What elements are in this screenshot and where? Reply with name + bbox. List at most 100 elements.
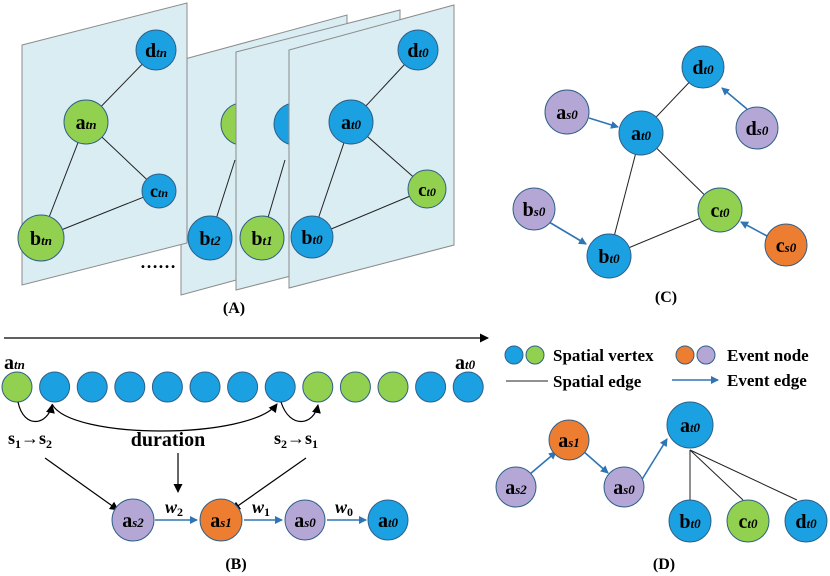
svg-text:at0: at0 (341, 112, 362, 134)
caption-b: (B) (225, 556, 246, 573)
svg-text:bt1: bt1 (251, 228, 272, 250)
svg-text:at0: at0 (680, 415, 701, 437)
node-c-t0-d: ct0 (726, 499, 770, 543)
svg-text:bs0: bs0 (523, 199, 546, 221)
label-s2-s1: s2→s1 (274, 428, 318, 451)
svg-text:as2: as2 (122, 510, 144, 532)
node-b-t2: bt2 (187, 215, 233, 261)
svg-text:cs0: cs0 (776, 235, 797, 257)
legend-orange-dot (675, 345, 695, 365)
timeline-vertex (76, 371, 108, 403)
timeline-vertex (415, 371, 447, 403)
svg-text:as0: as0 (294, 510, 316, 532)
legend-green-dot (525, 345, 545, 365)
label-a-t0: at0 (455, 352, 476, 374)
label-duration: duration (131, 429, 205, 451)
node-a-s0-c: as0 (544, 89, 590, 135)
timeline-vertex (189, 371, 221, 403)
timeline-vertex (264, 371, 296, 403)
node-a-s1-b: as1 (199, 498, 243, 542)
legend: Spatial vertex Event node Spatial edge E… (504, 345, 809, 391)
legend-purple-dot (696, 345, 716, 365)
svg-text:ct0: ct0 (710, 200, 730, 222)
node-b-t1: bt1 (239, 215, 285, 261)
node-a-tn: atn (63, 99, 109, 145)
label-s1-s2: s1→s2 (8, 428, 52, 451)
timeline-sequence (1, 371, 484, 403)
node-a-t0-c: at0 (618, 110, 664, 156)
node-a-s1-d: as1 (548, 419, 590, 461)
frames-ellipsis: …… (140, 252, 176, 272)
node-d-t0-c: dt0 (681, 45, 725, 89)
timeline-vertex (377, 371, 409, 403)
legend-spatial-edge: Spatial edge (553, 372, 642, 391)
node-c-t0-a: ct0 (407, 169, 447, 209)
node-c-t0-c: ct0 (697, 187, 743, 233)
node-a-s2-b: as2 (111, 498, 155, 542)
svg-text:as1: as1 (558, 430, 580, 452)
svg-text:ds0: ds0 (746, 118, 769, 140)
svg-text:at0: at0 (631, 123, 652, 145)
timeline-vertex (114, 371, 146, 403)
legend-blue-dot (504, 345, 524, 365)
svg-text:as2: as2 (505, 477, 527, 499)
node-d-s0-c: ds0 (735, 106, 779, 150)
node-b-t0-c: bt0 (586, 233, 632, 279)
node-a-t0-d: at0 (666, 401, 714, 449)
panel-a: atn dtn ctn btn bt2 bt1 (17, 2, 455, 317)
svg-text:bt0: bt0 (598, 246, 620, 268)
timeline-vertex (227, 371, 259, 403)
node-d-t0-a: dt0 (397, 29, 439, 71)
svg-text:dt0: dt0 (407, 40, 429, 62)
svg-text:dt0: dt0 (692, 57, 714, 79)
node-c-s0-c: cs0 (764, 223, 808, 267)
svg-text:dt0: dt0 (795, 511, 817, 533)
svg-text:at0: at0 (378, 510, 399, 532)
svg-text:bt0: bt0 (679, 511, 701, 533)
legend-spatial-vertex: Spatial vertex (553, 346, 654, 365)
node-c-tn: ctn (141, 173, 177, 209)
frame-tn (21, 2, 188, 286)
caption-c: (C) (655, 289, 677, 306)
svg-text:bt2: bt2 (199, 228, 221, 250)
node-a-s0-b: as0 (284, 499, 326, 541)
node-a-s2-d: as2 (495, 466, 537, 508)
label-a-tn: atn (4, 352, 25, 374)
label-w0: w0 (335, 497, 353, 519)
legend-event-node: Event node (727, 346, 809, 365)
node-b-tn: btn (17, 214, 65, 262)
svg-text:as0: as0 (613, 477, 635, 499)
timeline-vertex (339, 371, 371, 403)
node-d-t0-d: dt0 (784, 499, 828, 543)
timeline-vertex (452, 371, 484, 403)
caption-a: (A) (223, 300, 245, 317)
panel-d: as1 at0 as2 as0 bt0 ct0 dt0 (D) (495, 401, 828, 573)
svg-text:atn: atn (76, 112, 97, 134)
svg-text:as0: as0 (556, 102, 578, 124)
label-w1: w1 (252, 497, 270, 519)
node-a-t0-b: at0 (367, 499, 409, 541)
svg-text:ct0: ct0 (738, 511, 758, 533)
panel-c: dt0 as0 at0 ds0 bs0 ct0 bt0 cs0 (512, 45, 808, 306)
node-b-s0-c: bs0 (512, 187, 556, 231)
svg-text:bt0: bt0 (301, 227, 323, 249)
legend-event-edge: Event edge (727, 371, 807, 390)
svg-text:as1: as1 (210, 510, 232, 532)
panel-b: atn at0 s1→s2 s2→s1 duration w2 w1 w0 as… (1, 333, 489, 573)
node-b-t0-a: bt0 (290, 215, 334, 259)
timeline-vertex (302, 371, 334, 403)
svg-text:dtn: dtn (145, 40, 167, 62)
node-a-s0-d: as0 (603, 466, 645, 508)
node-a-t0-a: at0 (328, 99, 374, 145)
node-d-tn: dtn (135, 29, 177, 71)
node-b-t0-d: bt0 (668, 499, 712, 543)
svg-text:ct0: ct0 (418, 180, 436, 201)
svg-text:btn: btn (30, 228, 52, 250)
caption-d: (D) (653, 556, 675, 573)
timeline-vertex (151, 371, 183, 403)
svg-text:ctn: ctn (150, 181, 168, 201)
timeline-vertex (1, 371, 33, 403)
timeline-vertex (39, 371, 71, 403)
label-w2: w2 (165, 497, 183, 519)
